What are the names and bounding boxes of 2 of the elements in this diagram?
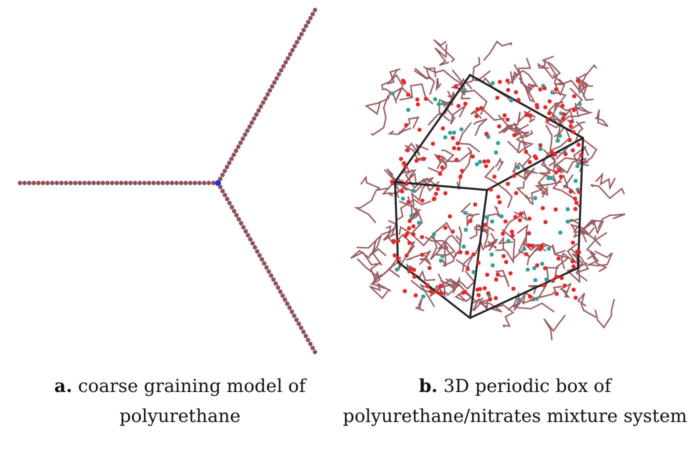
figure-caption: a. coarse graining model of polyurethane (53, 375, 308, 429)
figure-caption: b. 3D periodic box of polyurethane/nitrates mixture system (342, 375, 688, 429)
